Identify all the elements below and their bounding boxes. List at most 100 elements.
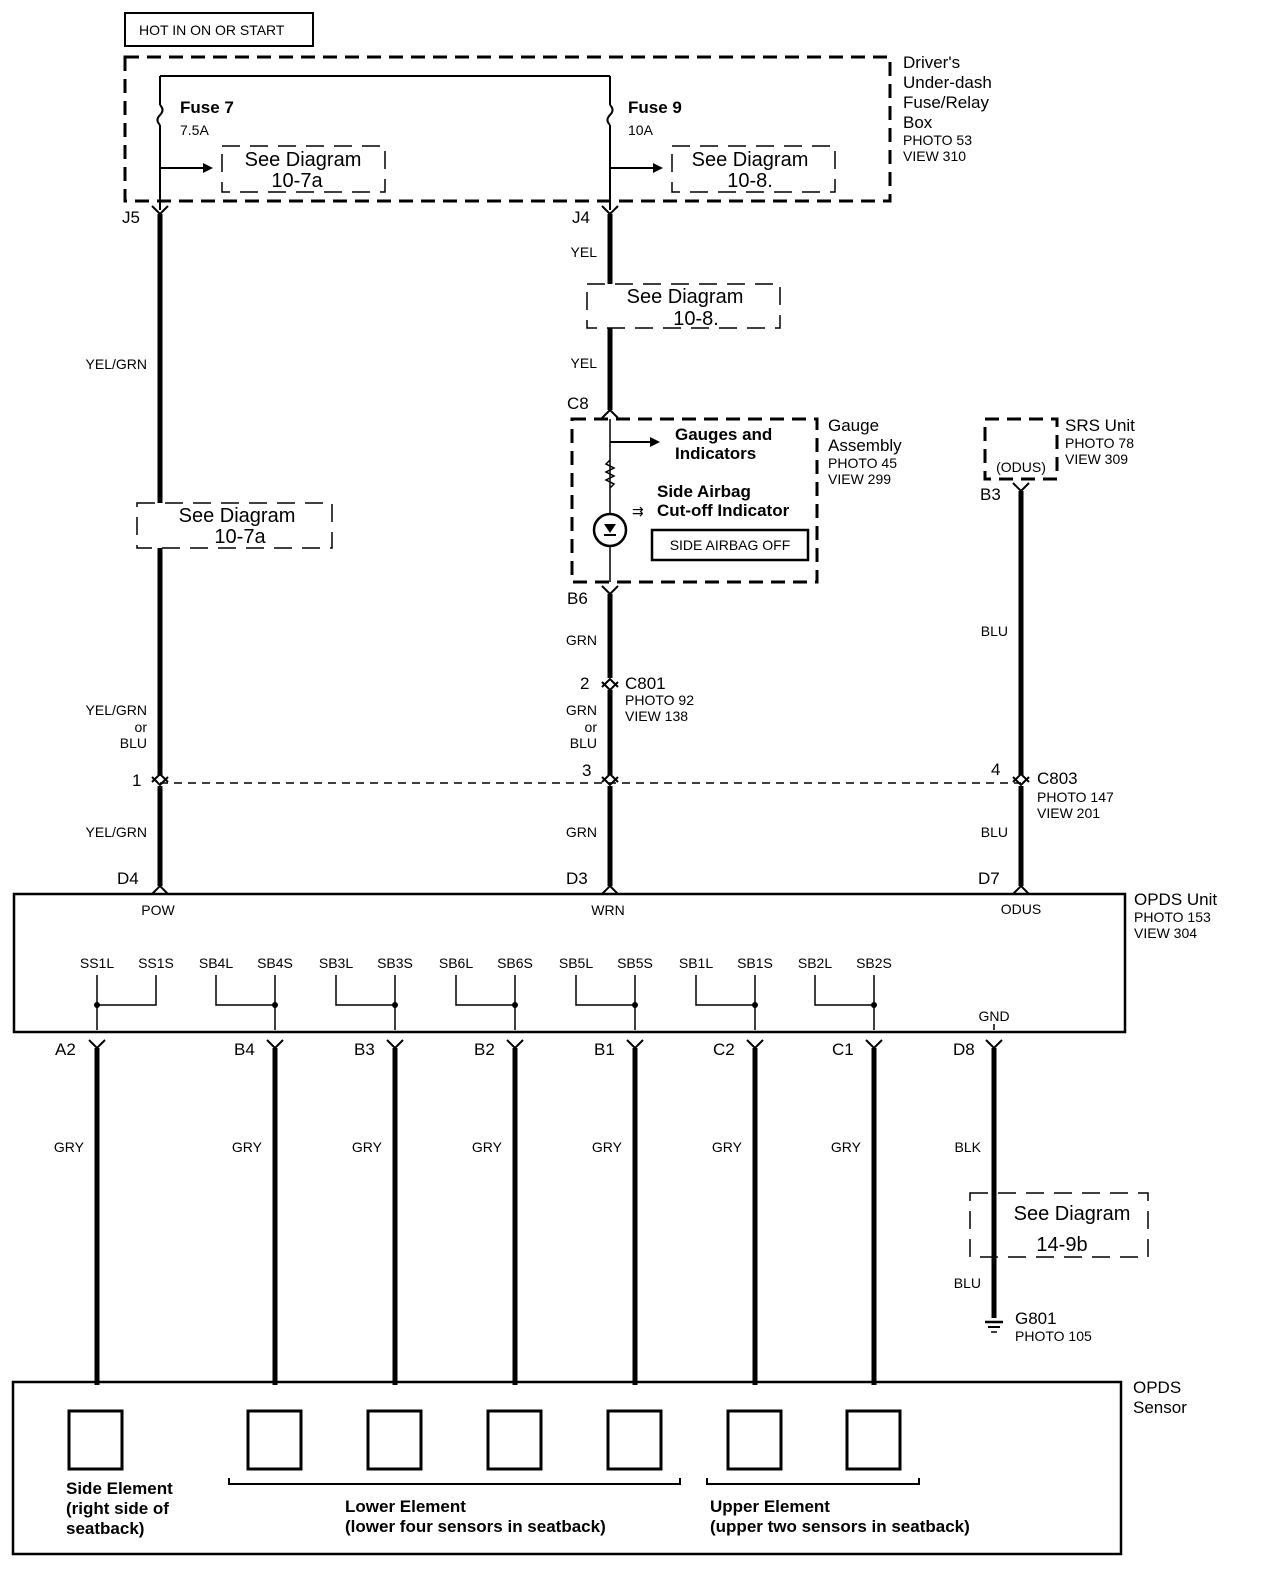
arrow-right-icon [650,437,660,447]
opds-unit-box [12,892,1127,1034]
diagram-ref-left-line2: 10-7a [214,526,266,548]
diagram-ref-mid-line1: See Diagram [627,286,744,308]
c801-pin: 2 [580,674,589,693]
fuse9-name: Fuse 9 [628,98,682,117]
bottom-wire-b1: B1 GRY [592,1039,644,1385]
diagram-ref-box-mid [586,283,781,329]
sensor-pair-7: SB2L SB2S [798,955,892,1030]
fuse-box-title-1: Driver's [903,53,960,72]
sensor-element-lower-4 [606,1409,663,1471]
wire-label: GRY [54,1139,85,1155]
wire-label-left-bottom: YEL/GRN [86,824,147,840]
upper-element-label-2: (upper two sensors in seatback) [710,1517,970,1536]
c803-pin-3: 3 [582,761,591,780]
diagram-ref-fuse7-line1: See Diagram [245,149,362,171]
srs-title: SRS Unit [1065,416,1135,435]
diagram-ref-ground-line2: 14-9b [1036,1234,1087,1256]
gauge-assembly-outline [570,417,819,584]
opds-unit-photo: PHOTO 153 [1134,909,1211,925]
opds-terminal-wrn: WRN [591,902,624,918]
fuse7-name: Fuse 7 [180,98,234,117]
terminal-label: SB4S [257,955,293,971]
lower-element-label-1: Lower Element [345,1497,466,1516]
ground-icon [985,1320,1003,1333]
c801-name: C801 [625,674,666,693]
wire-label: BLK [955,1139,982,1155]
indicator-label-2: Cut-off Indicator [657,501,790,520]
terminal-label: SB4L [199,955,233,971]
c801-view: VIEW 138 [625,708,688,724]
pin-label: B2 [474,1040,495,1059]
wire-label-mid-top: YEL [571,244,598,260]
diagram-ref-box-fuse7 [221,145,386,193]
c803-pin-4: 4 [991,760,1000,779]
pin-label: C2 [713,1040,735,1059]
sensor-element-lower-2 [366,1409,423,1471]
ground-name: G801 [1015,1309,1057,1328]
terminal-label: SB1S [737,955,773,971]
lower-element-label-2: (lower four sensors in seatback) [345,1517,606,1536]
terminal-label: SB3L [319,955,353,971]
fuse9-rating: 10A [628,122,654,138]
wire-label-left-top: YEL/GRN [86,356,147,372]
pin-label: D8 [953,1040,975,1059]
hot-label: HOT IN ON OR START [139,22,285,38]
indicator-label-1: Side Airbag [657,482,751,501]
fuse-box-photo: PHOTO 53 [903,132,972,148]
gauges-label-2: Indicators [675,444,756,463]
sensor-element-lower-3 [486,1409,543,1471]
fuse-box-title-2: Under-dash [903,73,992,92]
fuse-box-title-3: Fuse/Relay [903,93,989,112]
side-airbag-off-text: SIDE AIRBAG OFF [670,537,791,553]
bottom-wire-c1: C1 GRY [831,1039,883,1385]
diagram-ref-ground-line1: See Diagram [1014,1203,1131,1225]
diagram-ref-fuse7-line2: 10-7a [271,170,323,192]
terminal-label: SS1S [138,955,174,971]
bottom-wire-b2: B2 GRY [472,1039,524,1385]
terminal-label: SB3S [377,955,413,971]
c803-view: VIEW 201 [1037,805,1100,821]
gauge-view: VIEW 299 [828,471,891,487]
sensor-element-upper-1 [726,1409,783,1471]
wire-label: GRY [712,1139,743,1155]
gauge-title-2: Assembly [828,436,902,455]
wire-label: GRY [472,1139,503,1155]
srs-view: VIEW 309 [1065,451,1128,467]
sensor-element-side [67,1409,124,1471]
wire-label-left-alt-2: or [135,719,148,735]
side-airbag-off-box [650,528,810,562]
connector-b3-top: B3 [980,485,1001,504]
fuse-box-title-4: Box [903,113,933,132]
sensor-pair-5: SB5L SB5S [559,955,653,1030]
connector-d4: D4 [117,869,139,888]
wire-label-left-alt-1: YEL/GRN [86,702,147,718]
wire-label-mid-alt-2: or [585,719,598,735]
wire-label-mid-top2: YEL [571,355,598,371]
connector-d3: D3 [566,869,588,888]
wire-label: GRY [831,1139,862,1155]
fuse9-icon [606,104,614,126]
side-element-label-3: seatback) [66,1519,144,1538]
srs-unit-outline [983,417,1059,481]
bottom-wire-c2: C2 GRY [712,1039,764,1385]
sensor-element-upper-2 [845,1409,902,1471]
srs-pin: (ODUS) [996,459,1046,475]
fuse-box-view: VIEW 310 [903,148,966,164]
c803-name: C803 [1037,769,1078,788]
gauges-label-1: Gauges and [675,425,772,444]
sensor-element-lower-1 [246,1409,303,1471]
fuse7-rating: 7.5A [180,122,209,138]
opds-sensor-box [11,1380,1123,1556]
wire-label-mid-bottom: GRN [566,824,597,840]
terminal-label: SB2L [798,955,832,971]
pin-label: B3 [354,1040,375,1059]
wire-label-mid-grn: GRN [566,632,597,648]
diagram-ref-fuse9-line2: 10-8. [727,170,773,192]
hot-label-box [124,12,314,47]
terminal-label: SB6S [497,955,533,971]
terminal-label: SB6L [439,955,473,971]
side-element-label-1: Side Element [66,1479,173,1498]
wire-label-mid-alt-1: GRN [566,702,597,718]
diagram-ref-left-line1: See Diagram [179,505,296,527]
sensor-pair-3: SB3L SB3S [319,955,413,1030]
